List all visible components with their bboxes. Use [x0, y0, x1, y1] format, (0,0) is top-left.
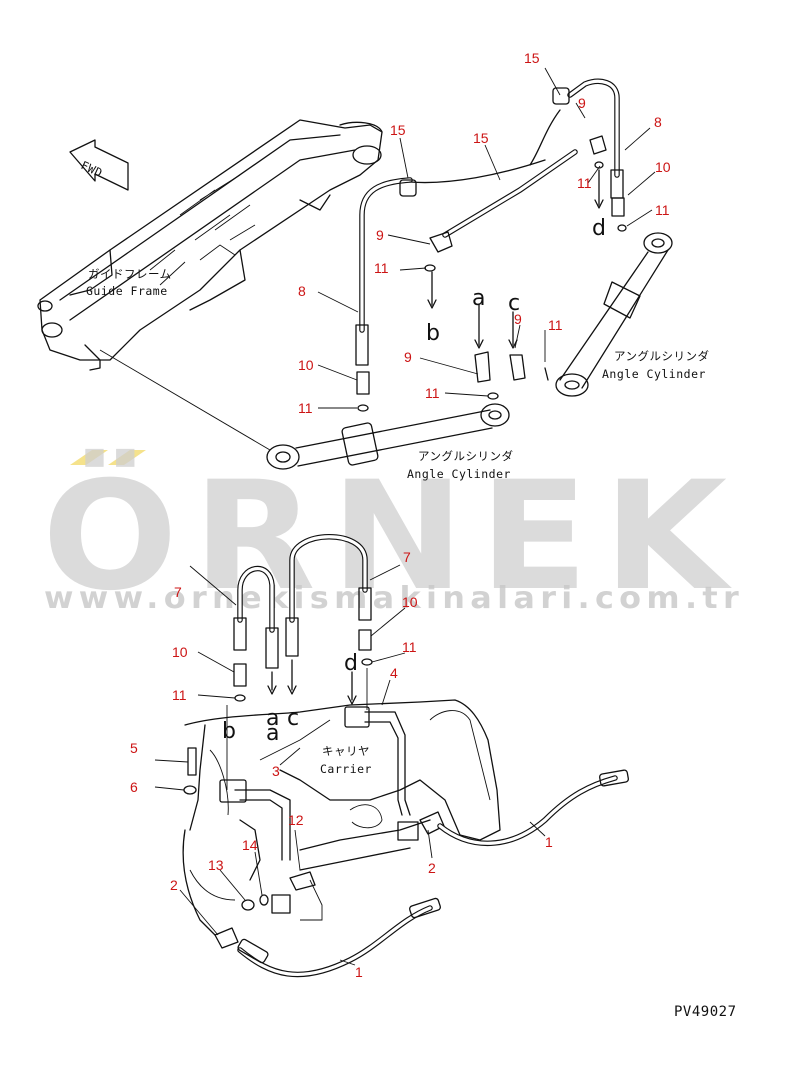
callout-1-right: 1	[545, 834, 553, 850]
callout-2-left: 2	[170, 877, 178, 893]
guide-frame-en: Guide Frame	[86, 284, 168, 298]
bottom-hoses	[183, 534, 630, 978]
callout-11-bl: 11	[172, 687, 187, 703]
angle-cylinder-right: アングルシリンダ Angle Cylinder	[555, 232, 710, 397]
callout-5: 5	[130, 740, 138, 756]
carrier-jp: キャリヤ	[322, 744, 370, 758]
callout-10-bl: 10	[172, 644, 188, 660]
callout-9-mid: 9	[376, 227, 384, 243]
callout-15-top: 15	[524, 50, 540, 66]
callout-9-a: 9	[404, 349, 412, 365]
fwd-arrow: FWD	[69, 139, 129, 191]
callout-9-c: 9	[514, 311, 522, 327]
guide-frame-jp: ガイドフレーム	[88, 267, 172, 281]
guide-frame: FWD ガイドフレーム Guide Frame	[37, 119, 383, 451]
angle-cyl-left-en: Angle Cylinder	[407, 467, 511, 481]
letter-top-c: c	[508, 291, 520, 316]
letter-top-d: d	[592, 216, 606, 241]
angle-cylinder-left: アングルシリンダ Angle Cylinder	[266, 403, 514, 481]
bottom-connection-letters: d a c b a	[222, 651, 358, 746]
watermark-url: www.ornekismakinalari.com.tr	[44, 581, 744, 616]
callout-10-left: 10	[298, 357, 314, 373]
callout-15-mid-a: 15	[390, 122, 406, 138]
carrier-en: Carrier	[320, 762, 372, 776]
bottom-leaders	[154, 564, 546, 966]
top-leaders	[317, 67, 656, 409]
letter-top-a: a	[472, 286, 485, 311]
angle-cyl-left-jp: アングルシリンダ	[418, 449, 514, 463]
watermark-accent-left	[70, 450, 108, 465]
callout-11-c: 11	[548, 317, 563, 333]
callout-11-left: 11	[298, 400, 313, 416]
carrier	[182, 699, 501, 936]
callout-2-right: 2	[428, 860, 436, 876]
letter-bot-a-lower: a	[266, 721, 279, 746]
callout-12: 12	[288, 812, 304, 828]
watermark-accent-right	[108, 450, 146, 465]
callout-11-right-a: 11	[577, 175, 592, 191]
callout-15-mid-b: 15	[473, 130, 489, 146]
callout-1-bottom: 1	[355, 964, 363, 980]
letter-bot-b: b	[222, 719, 236, 744]
callout-7-left: 7	[174, 584, 182, 600]
letter-bot-d: d	[344, 651, 358, 676]
letter-bot-c: c	[287, 706, 299, 731]
watermark-brand: ÖRNEK	[42, 448, 742, 624]
callout-9-top: 9	[578, 95, 586, 111]
callout-6: 6	[130, 779, 138, 795]
callout-11-a: 11	[425, 385, 440, 401]
callout-7-right: 7	[403, 549, 411, 565]
angle-cyl-right-en: Angle Cylinder	[602, 367, 706, 381]
callout-numbers: 15 9 8 10 11 11 15 15 9 11 8 10 11 9 11 …	[130, 50, 671, 980]
callout-4: 4	[390, 665, 398, 681]
letter-bot-a-upper: a	[266, 706, 279, 731]
callout-8-left: 8	[298, 283, 306, 299]
callout-10-right: 10	[655, 159, 671, 175]
callout-8-right: 8	[654, 114, 662, 130]
callout-11-mid: 11	[374, 260, 389, 276]
callout-3: 3	[272, 763, 280, 779]
callout-14: 14	[242, 837, 258, 853]
top-connection-letters: a b c d	[426, 216, 606, 346]
callout-11-right-b: 11	[655, 202, 670, 218]
diagram-code: PV49027	[674, 1004, 737, 1020]
callout-13: 13	[208, 857, 224, 873]
watermark: ÖRNEK www.ornekismakinalari.com.tr	[42, 448, 744, 624]
angle-cyl-right-jp: アングルシリンダ	[614, 349, 710, 363]
top-hoses	[355, 78, 627, 412]
letter-top-b: b	[426, 321, 440, 346]
callout-10-br: 10	[402, 594, 418, 610]
callout-11-br: 11	[402, 639, 417, 655]
